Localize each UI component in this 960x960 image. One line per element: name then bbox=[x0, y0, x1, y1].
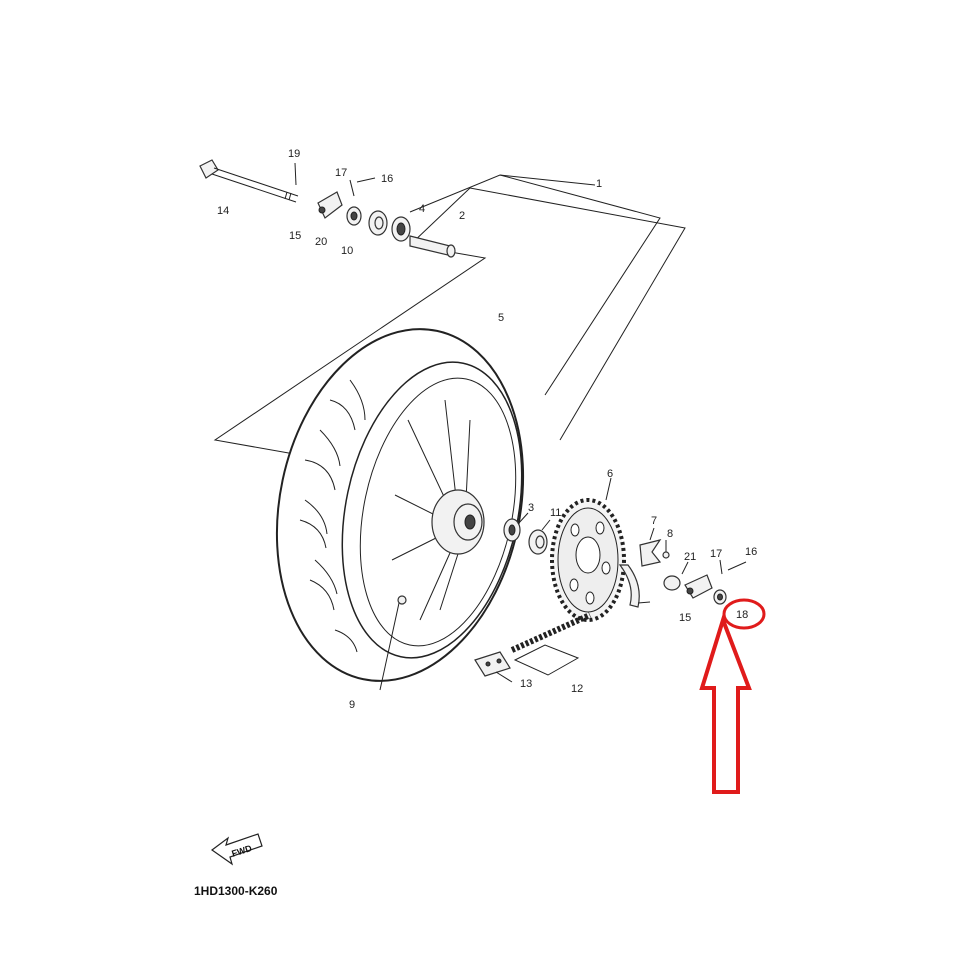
hub-bearings bbox=[503, 512, 551, 555]
callout-7: 7 bbox=[651, 515, 657, 527]
callout-10: 10 bbox=[341, 245, 353, 257]
callout-1: 1 bbox=[596, 178, 602, 190]
callout-5: 5 bbox=[498, 312, 504, 324]
callout-3: 3 bbox=[528, 502, 534, 514]
callout-2: 2 bbox=[459, 210, 465, 222]
callout-17-left: 17 bbox=[335, 167, 347, 179]
callout-9: 9 bbox=[349, 699, 355, 711]
callout-15-right: 15 bbox=[679, 612, 691, 624]
callout-16-left: 16 bbox=[381, 173, 393, 185]
callout-labels: 1 2 3 4 5 6 7 8 9 10 11 12 13 14 15 15 1… bbox=[217, 148, 757, 711]
drive-chain bbox=[510, 612, 592, 676]
callout-4: 4 bbox=[419, 203, 425, 215]
callout-14: 14 bbox=[217, 205, 229, 217]
highlight-circle bbox=[722, 598, 766, 630]
rear-wheel bbox=[275, 328, 525, 691]
right-side-parts bbox=[618, 527, 747, 608]
fwd-arrow-icon: FWD bbox=[210, 833, 263, 866]
rear-sprocket bbox=[550, 477, 626, 622]
leader-19 bbox=[294, 162, 297, 186]
callout-13: 13 bbox=[520, 678, 532, 690]
callout-19: 19 bbox=[288, 148, 300, 160]
callout-15-left: 15 bbox=[289, 230, 301, 242]
callout-16-right: 16 bbox=[745, 546, 757, 558]
axle-part bbox=[199, 159, 299, 203]
callout-11: 11 bbox=[550, 507, 561, 519]
callout-12: 12 bbox=[571, 683, 583, 695]
highlight-arrow-icon bbox=[699, 613, 752, 794]
callout-21: 21 bbox=[684, 551, 696, 563]
callout-17-right: 17 bbox=[710, 548, 722, 560]
chain-joint bbox=[474, 651, 513, 683]
callout-20: 20 bbox=[315, 236, 327, 248]
callout-8: 8 bbox=[667, 528, 673, 540]
callout-18: 18 bbox=[736, 609, 748, 621]
axle-side-parts bbox=[317, 177, 456, 258]
diagram-reference-code: 1HD1300-K260 bbox=[194, 884, 278, 898]
callout-6: 6 bbox=[607, 468, 613, 480]
